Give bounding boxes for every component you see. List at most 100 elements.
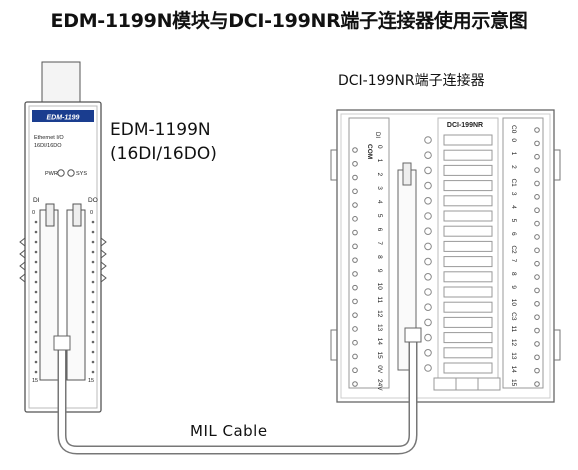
di-point-dot [34,360,38,364]
di-label: DI [33,197,40,204]
di-point-dot [34,260,38,264]
relay [443,210,493,222]
do-point-dot [91,320,95,324]
module-sub2: 16DI/16DO [34,143,62,149]
module-sub1: Ethernet I/O [34,135,64,141]
di-first-port: 0 [32,210,35,216]
fuse-block [433,377,501,391]
module-top-tab [41,61,81,103]
di-point-dot [34,240,38,244]
left-terminal-label: 10 [376,283,383,291]
right-terminal-strip [502,117,544,389]
relay-led [424,303,432,312]
right-terminal-label: 13 [510,352,517,360]
left-terminal-label: 5 [376,214,383,218]
di-point-dot [34,280,38,284]
right-terminal-label: 4 [510,205,517,209]
right-terminal-screw [534,207,540,214]
right-terminal-screw [534,140,540,147]
right-terminal-screw [534,180,540,187]
left-terminal-label: 15 [376,351,383,359]
left-terminal-label: 7 [376,241,383,245]
relay [443,134,493,146]
relay [443,301,493,313]
di-point-dot [34,340,38,344]
relay-led [424,151,432,159]
sys-led [67,169,75,177]
cable-plug-module [53,335,71,351]
di-point-dot [34,310,38,314]
relay-led [424,257,432,266]
right-terminal-label: C1 [510,178,517,187]
right-terminal-label: 5 [510,219,517,223]
left-terminal-screw [352,147,358,153]
relay-led [424,273,432,281]
cable-label: MIL Cable [190,422,268,440]
right-terminal-screw [534,153,540,160]
left-terminal-label: 0V [376,365,383,374]
do-point-dot [91,350,95,354]
right-terminal-label: C2 [510,245,517,254]
right-terminal-label: 14 [510,366,517,374]
di-point-dot [34,370,38,374]
right-terminal-label: 12 [510,339,517,347]
left-terminal-screw [352,367,358,374]
pwr-label: PWR [45,171,58,177]
relay-led [424,166,432,175]
right-terminal-screw [534,287,540,294]
right-terminal-screw [534,234,540,240]
module-name: EDM-1199N [110,120,211,140]
relay-led [424,364,432,372]
do-point-dot [91,220,95,224]
left-terminal-screw [352,298,358,305]
di-point-dot [34,320,38,324]
module-indicator-dots [34,220,95,374]
relay [443,332,493,344]
right-terminal-screw [534,194,540,200]
relay [443,256,493,268]
left-terminal-screw [352,174,358,181]
left-terminal-label: 13 [376,324,383,332]
left-terminal-label: 8 [376,255,383,259]
right-terminal-label: 1 [510,152,517,156]
left-terminal-screw [352,229,358,236]
do-point-dot [91,370,95,374]
left-terminal-screw [352,243,358,250]
relay [443,149,493,161]
left-terminal-label: 1 [376,159,383,163]
left-terminal-label: 11 [376,296,383,303]
relay-led [424,136,432,144]
left-terminal-screw [352,202,358,208]
module-spec: (16DI/16DO) [110,144,217,164]
right-terminal-screw [534,127,540,133]
relay-led [424,227,432,235]
di-last-port: 15 [32,378,38,384]
do-socket [66,209,86,381]
relay-led [424,288,432,296]
right-terminal-screw [534,381,540,387]
di-socket [39,209,59,381]
left-terminal-screw [352,257,358,263]
do-label: DO [88,197,98,204]
relay-led [424,318,432,327]
module-badge [32,110,94,122]
do-point-dot [91,240,95,244]
relay [443,286,493,298]
left-terminal-screw [352,271,358,277]
relay [443,316,493,328]
do-last-port: 15 [88,378,94,384]
connector-label: DCI-199NR端子连接器 [338,73,485,89]
relay-led [424,333,432,342]
cable-plug-connector [404,327,422,343]
right-terminal-screw [534,314,540,320]
relay [443,180,493,192]
do-point-dot [91,290,95,294]
module-badge-text: EDM-1199 [47,115,80,122]
left-terminal-screw [352,216,358,222]
right-terminal-label: 0 [510,138,517,142]
do-point-dot [91,260,95,264]
relay [443,240,493,252]
di-header-label: DI [374,132,380,138]
diagram-title: EDM-1199N模块与DCI-199NR端子连接器使用示意图 [50,10,528,32]
